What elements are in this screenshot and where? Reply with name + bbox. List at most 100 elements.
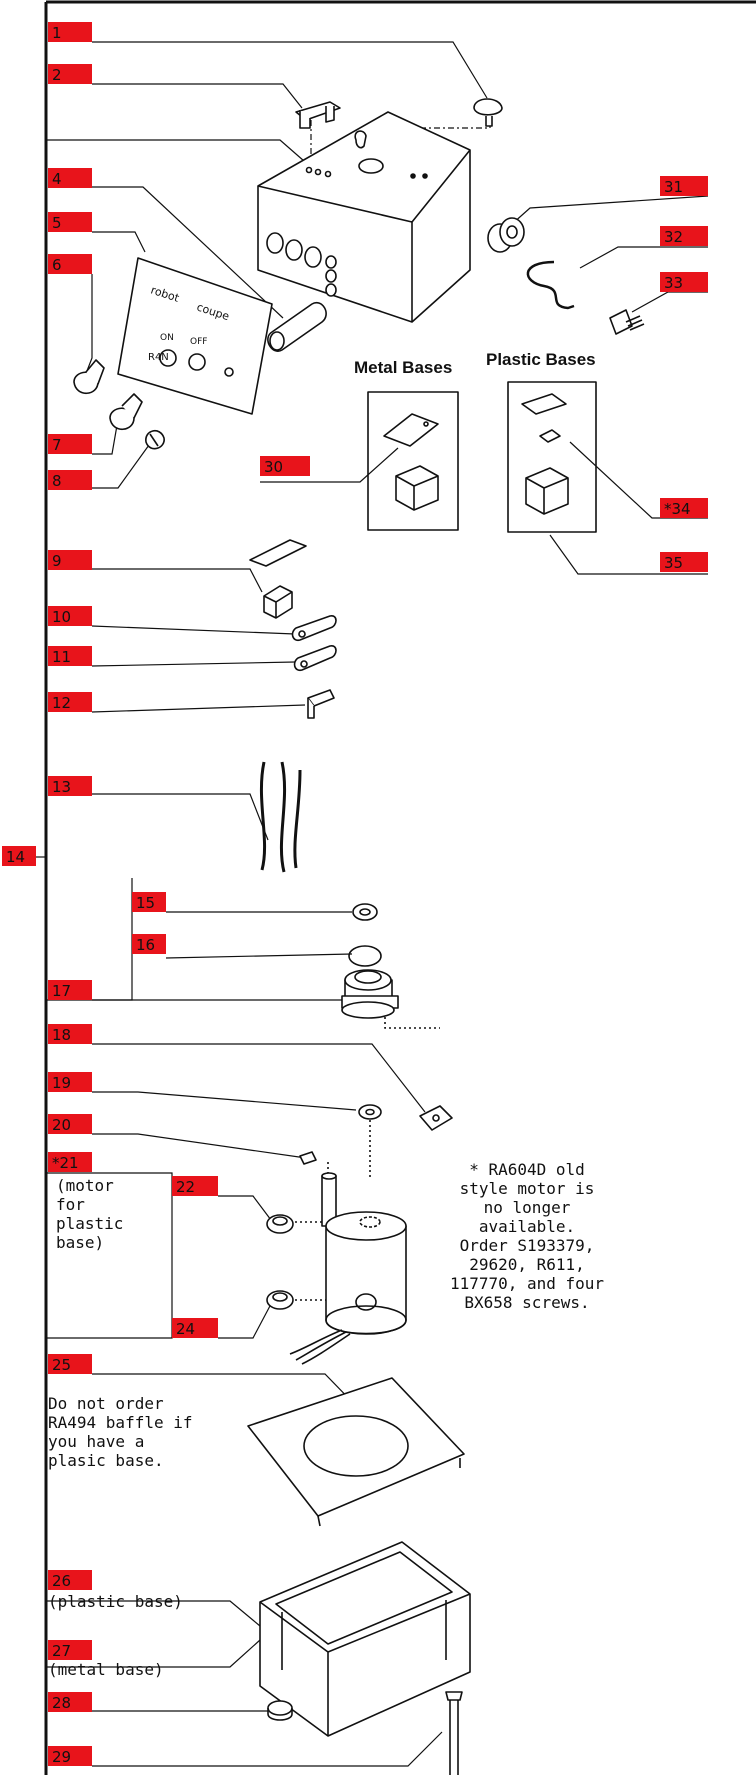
callout-number: 4 <box>52 170 62 188</box>
callout-29: 29 <box>48 1746 92 1766</box>
callout-6: 6 <box>48 254 92 274</box>
callout-number: 25 <box>52 1356 71 1374</box>
callout-7: 7 <box>48 434 92 454</box>
baffle-note: Do not order RA494 baffle if you have a … <box>48 1394 193 1470</box>
leader-31 <box>511 195 709 225</box>
part-handle-illustration <box>295 101 341 129</box>
callout-34: *34 <box>660 498 708 518</box>
part-grommet-illustration <box>487 217 525 253</box>
callout-25: 25 <box>48 1354 92 1374</box>
callout-box <box>660 226 708 246</box>
callout-15: 15 <box>132 892 166 912</box>
callout-number: *34 <box>664 500 691 518</box>
leader-32 <box>579 246 708 269</box>
leader-5 <box>92 231 146 253</box>
callout-number: 8 <box>52 472 62 490</box>
callout-13: 13 <box>48 776 92 796</box>
leader-20 <box>92 1133 307 1159</box>
callout-number: 18 <box>52 1026 71 1044</box>
part-wire-harness-illustration <box>259 761 302 873</box>
callout-number: 11 <box>52 648 71 666</box>
callout-box <box>48 1072 92 1092</box>
part-bushing-illustration <box>352 903 378 921</box>
callout-number: 26 <box>52 1572 71 1590</box>
callout-box <box>48 1354 92 1374</box>
plastic-base-note: (plastic base) <box>48 1592 183 1611</box>
callout-box <box>48 1692 92 1712</box>
callout-number: 28 <box>52 1694 71 1712</box>
part-seal-lower-illustration <box>266 1290 294 1310</box>
leader-8 <box>92 444 150 489</box>
callout-number: 17 <box>52 982 71 1000</box>
callout-box <box>48 434 92 454</box>
callout-number: 7 <box>52 436 62 454</box>
metal-base-note: (metal base) <box>48 1660 164 1679</box>
callout-box <box>48 1152 92 1172</box>
callout-box <box>660 552 708 572</box>
leader-3 <box>46 139 313 169</box>
part-key-illustration <box>299 1151 317 1165</box>
callout-31: 31 <box>660 176 708 196</box>
leader-30 <box>260 447 399 483</box>
leader-18 <box>92 1043 426 1113</box>
callout-number: 24 <box>176 1320 195 1338</box>
leader-2 <box>92 83 303 109</box>
callout-number: 1 <box>52 24 62 42</box>
leader-19 <box>92 1091 357 1111</box>
callout-box <box>2 846 36 866</box>
panel-on-label: ON <box>160 333 174 343</box>
callout-box <box>48 550 92 570</box>
part-connector-illustration <box>609 309 645 335</box>
leader-24 <box>218 1303 272 1339</box>
callout-box <box>132 934 166 954</box>
callout-number: 6 <box>52 256 62 274</box>
part-cylinder-illustration <box>267 301 327 352</box>
callout-box <box>48 692 92 712</box>
callout-box <box>48 1746 92 1766</box>
callout-number: 12 <box>52 694 71 712</box>
part-screw-illustration <box>445 1691 463 1775</box>
callout-box <box>48 168 92 188</box>
callout-box <box>172 1176 218 1196</box>
callout-number: 31 <box>664 178 683 196</box>
leader-29 <box>92 1731 443 1767</box>
part-knob-illustration <box>473 98 503 127</box>
part-base-illustration <box>259 1541 471 1737</box>
callout-2: 2 <box>48 64 92 84</box>
leader-11 <box>91 661 296 667</box>
part-coupling-illustration <box>341 969 399 1019</box>
callout-number: 29 <box>52 1748 71 1766</box>
callout-4: 4 <box>48 168 92 188</box>
metal-bases-title: Metal Bases <box>354 358 453 377</box>
leader-26 <box>46 1600 261 1627</box>
callout-number: 10 <box>52 608 71 626</box>
callout-number: 30 <box>264 458 283 476</box>
callout-box <box>48 470 92 490</box>
part-plate-illustration <box>419 1105 453 1131</box>
callout-19: 19 <box>48 1072 92 1092</box>
callout-22: 22 <box>172 1176 218 1196</box>
dotted-connectors <box>285 1002 440 1301</box>
leader-lines <box>36 41 709 1767</box>
callout-32: 32 <box>660 226 708 246</box>
callout-number: 33 <box>664 274 683 292</box>
callout-30: 30 <box>260 456 310 476</box>
callout-number: 14 <box>6 848 25 866</box>
leader-1 <box>92 41 488 99</box>
leader-33 <box>631 291 708 313</box>
callout-box <box>660 176 708 196</box>
part-switch-illustration <box>73 359 105 395</box>
callout-box <box>660 498 708 518</box>
callout-box <box>48 776 92 796</box>
metal-bases-box <box>367 391 459 531</box>
callout-26: 26 <box>48 1570 92 1590</box>
callout-number: 20 <box>52 1116 71 1134</box>
dot-coupling <box>384 1002 440 1029</box>
callout-box <box>48 1024 92 1044</box>
callout-box <box>260 456 310 476</box>
part-o-ring-illustration <box>348 945 382 967</box>
part-cable-illustration <box>526 260 575 310</box>
leader-35 <box>549 534 708 575</box>
callout-17: 17 <box>48 980 92 1000</box>
